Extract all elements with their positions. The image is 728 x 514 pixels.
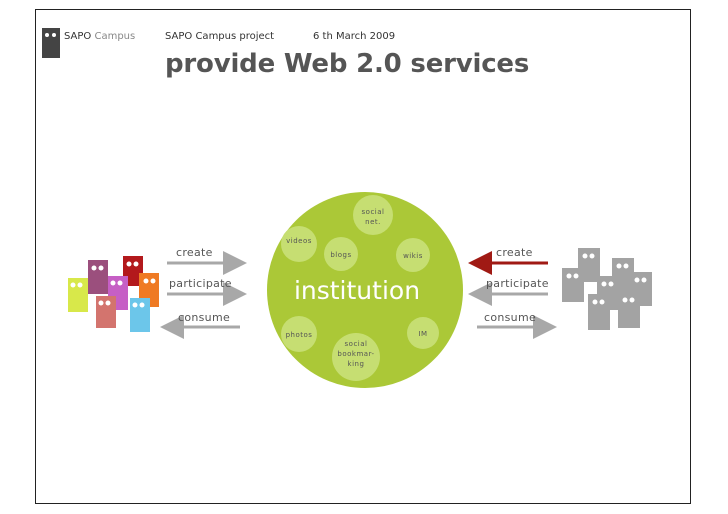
label-right-consume: consume (484, 311, 537, 324)
service-label-social-bookmarking-line: social (345, 340, 368, 348)
service-label-social-bookmarking: social bookmar-king (337, 340, 374, 368)
project-name: SAPO Campus project (165, 31, 275, 42)
service-bubble-social-bookmarking: social bookmar-king (332, 333, 380, 381)
service-label-social-bookmarking-line: king (348, 360, 365, 368)
service-label-social-line: social (362, 208, 385, 216)
service-label-social-bookmarking-line: bookmar- (337, 350, 374, 358)
service-bubble-wikis: wikis (396, 238, 430, 272)
label-left-consume: consume (178, 311, 231, 324)
slide-date: 6 th March 2009 (313, 31, 396, 42)
label-left-create: create (176, 246, 213, 259)
service-bubble-im: IM (407, 317, 439, 349)
user-group-gray-icon (562, 248, 652, 330)
service-label-photos: photos (286, 331, 313, 339)
brand-name: SAPO Campus (64, 31, 135, 42)
user-group-colored-icon (68, 256, 159, 332)
service-bubble-videos: videos (281, 226, 317, 262)
label-right-participate: participate (486, 277, 549, 290)
service-label-wikis: wikis (403, 252, 423, 260)
institution-label: institution (294, 276, 420, 305)
slide-title: provide Web 2.0 services (165, 49, 530, 79)
service-label-social: social net. (362, 208, 385, 226)
brand-secondary: Campus (94, 31, 136, 42)
label-left-participate: participate (169, 277, 232, 290)
service-label-social-line: net. (365, 218, 381, 226)
service-label-videos: videos (286, 237, 312, 245)
brand-primary: SAPO (64, 31, 92, 42)
label-right-create: create (496, 246, 533, 259)
service-bubble-social-net: social net. (353, 195, 393, 235)
service-label-blogs: blogs (330, 251, 351, 259)
service-bubble-blogs: blogs (324, 237, 358, 271)
sapo-campus-logo-icon (42, 28, 60, 58)
service-bubble-photos: photos (281, 316, 317, 352)
service-label-im: IM (418, 330, 427, 338)
